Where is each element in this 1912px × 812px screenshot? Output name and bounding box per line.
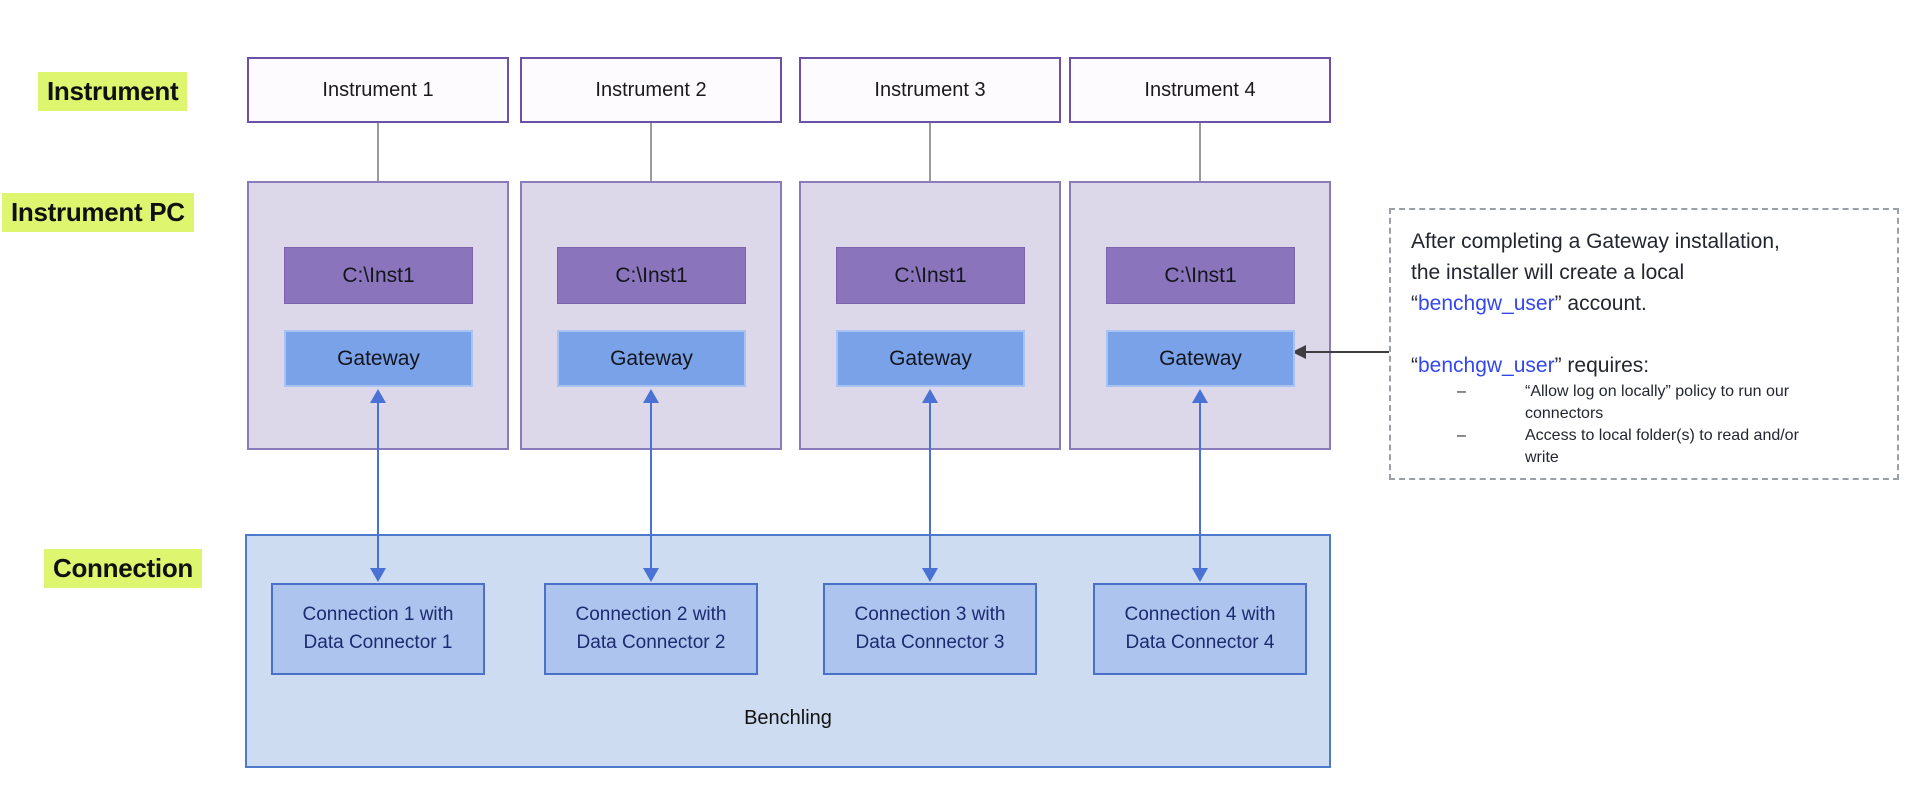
instrument-to-pc-arrow-2 <box>650 123 652 235</box>
benchling-label: Benchling <box>744 707 832 729</box>
arrow-down-icon <box>922 568 938 582</box>
connection-box-4: Connection 4 with Data Connector 4 <box>1093 583 1307 675</box>
connection-box-line2: Data Connector 3 <box>855 632 1005 653</box>
gateway-box-1: Gateway <box>284 330 473 387</box>
bullet-2-line-2: write <box>1525 449 1559 466</box>
arrow-left-icon <box>1292 345 1306 359</box>
gateway-box-2: Gateway <box>557 330 746 387</box>
folder-path-box-4: C:\Inst1 <box>1106 247 1295 304</box>
gateway-connection-arrow-3 <box>929 399 931 571</box>
gateway-connection-arrow-2 <box>650 399 652 571</box>
connection-box-line1: Connection 3 with <box>854 604 1006 625</box>
folder-path-box-2: C:\Inst1 <box>557 247 746 304</box>
note-line-1: After completing a Gateway installation, <box>1411 230 1780 253</box>
note-requires-line: “benchgw_user” requires: <box>1411 350 1877 381</box>
connection-box-line2: Data Connector 4 <box>1125 632 1275 653</box>
instrument-box-4: Instrument 4 <box>1069 57 1331 123</box>
connection-box-line1: Connection 4 with <box>1124 604 1276 625</box>
row-label-instrument-pc: Instrument PC <box>2 193 194 232</box>
bullet-1-line-2: connectors <box>1525 405 1604 422</box>
connection-box-2: Connection 2 with Data Connector 2 <box>544 583 758 675</box>
instrument-to-pc-arrow-4 <box>1199 123 1201 235</box>
gateway-box-3: Gateway <box>836 330 1025 387</box>
instrument-box-1: Instrument 1 <box>247 57 509 123</box>
note-bullet-2: – Access to local folder(s) to read and/… <box>1457 425 1877 469</box>
bullet-dash-icon: – <box>1457 383 1466 400</box>
gateway-connection-arrow-4 <box>1199 399 1201 571</box>
instrument-box-2: Instrument 2 <box>520 57 782 123</box>
arrow-up-icon <box>1192 389 1208 403</box>
note-spacer <box>1411 319 1877 350</box>
row-label-connection: Connection <box>44 549 202 588</box>
requires-tail: ” requires: <box>1554 354 1650 377</box>
account-name: benchgw_user <box>1418 354 1555 377</box>
bullet-2-text: Access to local folder(s) to read and/or… <box>1525 425 1877 469</box>
instrument-to-pc-arrow-3 <box>929 123 931 235</box>
connection-box-1: Connection 1 with Data Connector 1 <box>271 583 485 675</box>
arrow-down-icon <box>1192 568 1208 582</box>
instrument-box-3: Instrument 3 <box>799 57 1061 123</box>
bullet-1-line-1: “Allow log on locally” policy to run our <box>1525 383 1790 400</box>
account-name: benchgw_user <box>1418 292 1555 315</box>
instrument-to-pc-arrow-1 <box>377 123 379 235</box>
bullet-2-line-1: Access to local folder(s) to read and/or <box>1525 427 1799 444</box>
connection-box-line2: Data Connector 2 <box>576 632 726 653</box>
account-tail: ” account. <box>1554 292 1647 315</box>
arrow-down-icon <box>370 568 386 582</box>
arrow-up-icon <box>922 389 938 403</box>
gateway-connection-arrow-1 <box>377 399 379 571</box>
note-bullet-1: – “Allow log on locally” policy to run o… <box>1457 381 1877 425</box>
connection-box-line1: Connection 2 with <box>575 604 727 625</box>
connection-box-line2: Data Connector 1 <box>303 632 453 653</box>
folder-path-box-1: C:\Inst1 <box>284 247 473 304</box>
quote-open: “ <box>1411 354 1418 377</box>
arrow-down-icon <box>643 568 659 582</box>
row-label-instrument: Instrument <box>38 72 188 111</box>
bullet-1-text: “Allow log on locally” policy to run our… <box>1525 381 1877 425</box>
note-box: After completing a Gateway installation,… <box>1389 208 1899 480</box>
connection-box-3: Connection 3 with Data Connector 3 <box>823 583 1037 675</box>
arrow-up-icon <box>643 389 659 403</box>
arrow-up-icon <box>370 389 386 403</box>
connection-box-line1: Connection 1 with <box>302 604 454 625</box>
bullet-dash-icon: – <box>1457 427 1466 444</box>
note-line-3: “benchgw_user” account. <box>1411 288 1877 319</box>
quote-open: “ <box>1411 292 1418 315</box>
gateway-box-4: Gateway <box>1106 330 1295 387</box>
note-to-gateway-arrow <box>1306 351 1389 353</box>
folder-path-box-3: C:\Inst1 <box>836 247 1025 304</box>
note-line-2: the installer will create a local <box>1411 261 1685 284</box>
